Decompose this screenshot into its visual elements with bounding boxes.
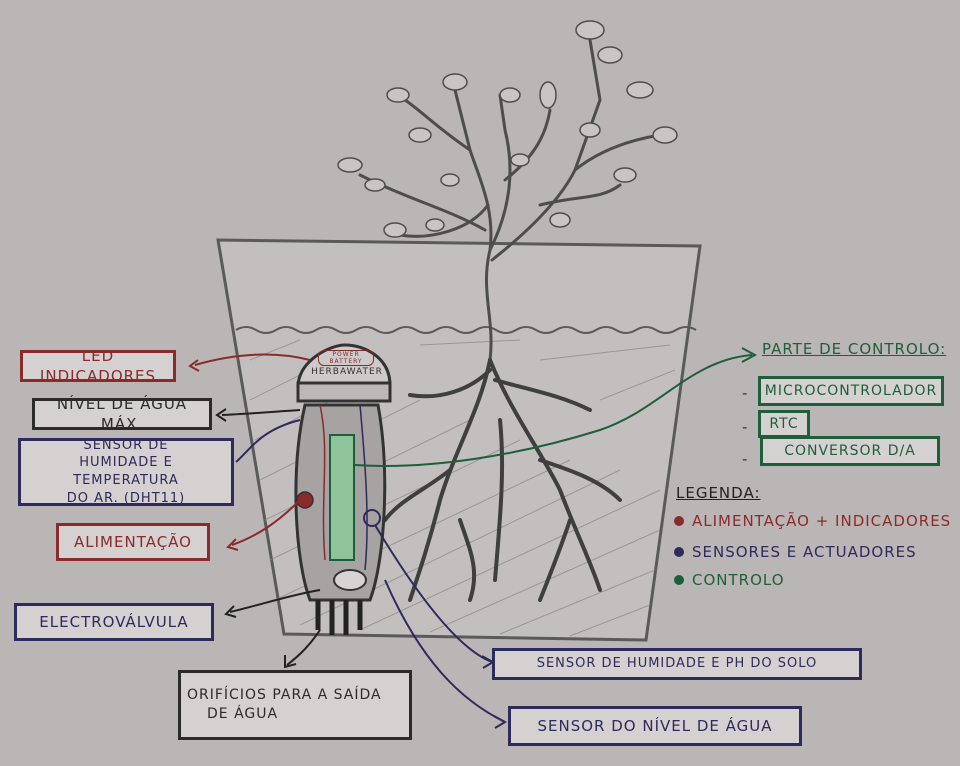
rtc-box: RTC [758, 410, 810, 438]
solenoid-valve-box: ELECTROVÁLVULA [14, 603, 214, 641]
pot [216, 238, 702, 642]
water-level-sensor-label: SENSOR DO NÍVEL DE ÁGUA [537, 716, 773, 735]
legend-label-control: CONTROLO [692, 571, 785, 589]
water-outlet-holes-box: ORIFÍCIOS PARA A SAÍDA DE ÁGUA [178, 670, 412, 740]
legend-item-control: CONTROLO [674, 571, 785, 589]
power-supply-label: ALIMENTAÇÃO [74, 532, 192, 551]
microcontroller-label: MICROCONTROLADOR [764, 382, 938, 399]
rtc-label: RTC [769, 415, 799, 432]
legend-dot-blue [674, 547, 684, 557]
max-water-level-box: NÍVEL DE ÁGUA MÁX. [32, 395, 212, 433]
legend-label-sensors: SENSORES E ACTUADORES [692, 543, 917, 561]
water-level-sensor-box: SENSOR DO NÍVEL DE ÁGUA [508, 706, 802, 746]
power-supply-box: ALIMENTAÇÃO [56, 523, 210, 561]
legend-label-power: ALIMENTAÇÃO + INDICADORES [692, 512, 952, 530]
legend-item-sensors: SENSORES E ACTUADORES [674, 543, 917, 561]
control-title: PARTE DE CONTROLO: [762, 340, 947, 358]
control-dash-3: - [742, 450, 749, 468]
leaves [337, 20, 678, 238]
roots [383, 358, 622, 602]
air-sensor-line-2: HUMIDADE E TEMPERATURA [73, 455, 179, 488]
da-converter-box: CONVERSOR D/A [760, 436, 940, 466]
led-indicators-box: LED INDICADORES [20, 347, 176, 385]
legend-dot-red [674, 516, 684, 526]
device-brand-label: HERBAWATER [311, 367, 383, 377]
solenoid-valve-label: ELECTROVÁLVULA [39, 612, 189, 631]
legend-dot-green [674, 575, 684, 585]
da-converter-label: CONVERSOR D/A [784, 442, 916, 459]
air-sensor-box: SENSOR DE HUMIDADE E TEMPERATURA DO AR. … [18, 438, 234, 506]
legend-title: LEGENDA: [676, 484, 761, 502]
connectors [188, 347, 758, 729]
air-sensor-line-3: DO AR. (DHT11) [66, 490, 186, 506]
device [294, 343, 392, 635]
water-outlet-line-1: ORIFÍCIOS PARA A SAÍDA [187, 687, 382, 704]
water-outlet-line-2: DE ÁGUA [207, 706, 279, 722]
soil-sensor-box: SENSOR DE HUMIDADE E PH DO SOLO [492, 648, 862, 680]
control-dash-2: - [742, 418, 749, 436]
air-sensor-line-1: SENSOR DE [83, 437, 169, 453]
max-water-level-label: NÍVEL DE ÁGUA MÁX. [56, 394, 188, 433]
microcontroller-box: MICROCONTROLADOR [758, 376, 944, 406]
control-dash-1: - [742, 384, 749, 402]
led-indicators-label: LED INDICADORES [39, 346, 157, 385]
device-power-badge: POWER BATTERY [318, 350, 374, 366]
soil-sensor-label: SENSOR DE HUMIDADE E PH DO SOLO [536, 656, 818, 672]
legend-item-power: ALIMENTAÇÃO + INDICADORES [674, 512, 951, 530]
